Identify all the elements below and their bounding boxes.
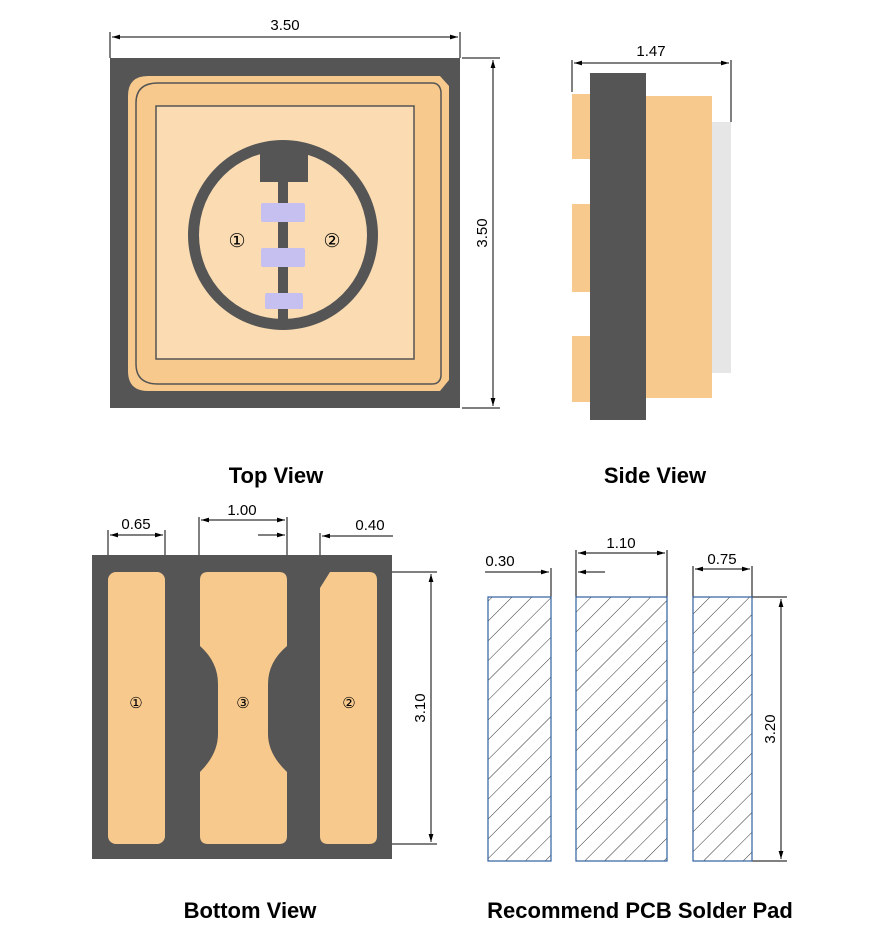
bottom-pad-left-width-dim: 0.65 <box>121 516 150 533</box>
pcb-gap-dim: 0.30 <box>485 553 514 570</box>
pcb-solder-pad: 0.30 1.10 0.75 3.20 Recommend PCB Solder… <box>485 535 793 923</box>
top-frame-outline <box>135 82 442 385</box>
top-view: 3.50 3.50 ① ② Top View <box>109 17 500 488</box>
pcb-pad-caption: Recommend PCB Solder Pad <box>487 898 793 923</box>
side-view-caption: Side View <box>604 463 707 488</box>
bottom-pin-2-label: ② <box>342 694 355 712</box>
pcb-height-dim: 3.20 <box>762 714 779 743</box>
top-die-pad <box>260 144 308 182</box>
side-window <box>712 122 731 373</box>
side-pad-3 <box>572 336 592 402</box>
top-pin-2-label: ② <box>323 230 340 252</box>
pcb-pad-right <box>692 596 753 862</box>
side-view: 1.47 Side View <box>571 43 732 488</box>
bottom-pin-1-label: ① <box>129 694 142 712</box>
top-chip-1 <box>261 203 305 222</box>
side-thickness-dim: 1.47 <box>636 43 665 60</box>
bottom-pad-3 <box>200 572 287 844</box>
bottom-pad-2 <box>320 572 377 844</box>
bottom-pad-gap-dim: 0.40 <box>355 517 384 534</box>
pcb-pad-center <box>575 596 668 862</box>
bottom-pin-3-label: ③ <box>236 694 249 712</box>
side-substrate <box>590 73 646 420</box>
pcb-center-width-dim: 1.10 <box>606 535 635 552</box>
side-pad-2 <box>572 204 592 292</box>
pcb-pad-left <box>487 596 552 862</box>
bottom-view: 0.65 1.00 0.40 3.10 ① ③ ② Bottom View <box>92 502 437 923</box>
bottom-view-caption: Bottom View <box>184 898 318 923</box>
top-width-dim: 3.50 <box>270 17 299 34</box>
top-chip-2 <box>261 248 305 267</box>
bottom-pad-center-width-dim: 1.00 <box>227 502 256 519</box>
bottom-pad-1 <box>108 572 165 844</box>
top-view-caption: Top View <box>229 463 324 488</box>
top-pin-1-label: ① <box>228 230 245 252</box>
bottom-pad-height-dim: 3.10 <box>412 693 429 722</box>
top-chip-3 <box>265 293 303 309</box>
top-height-dim: 3.50 <box>474 218 491 247</box>
side-housing <box>646 96 712 398</box>
pcb-side-width-dim: 0.75 <box>707 551 736 568</box>
side-pad-1 <box>572 94 592 159</box>
